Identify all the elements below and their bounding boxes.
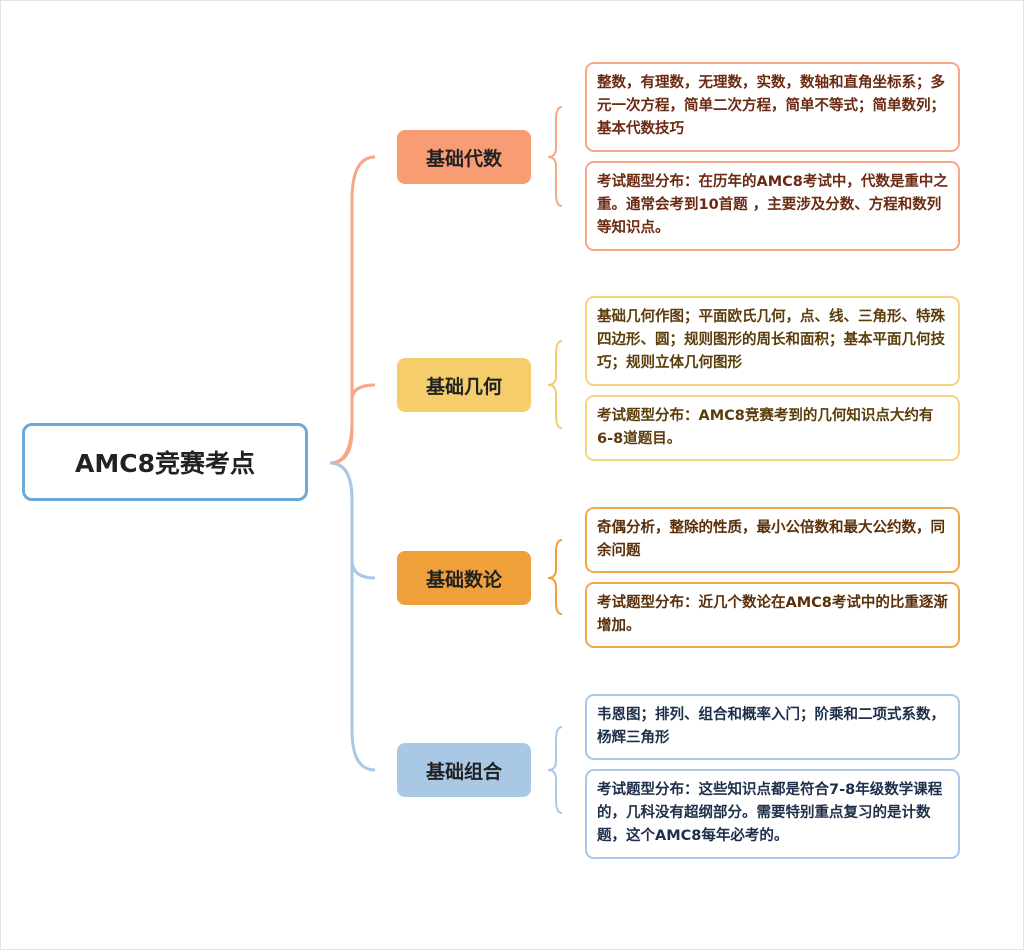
branch-combinatorics[interactable]: 基础组合 (397, 743, 531, 797)
leaf-algebra-distribution[interactable]: 考试题型分布：在历年的AMC8考试中，代数是重中之重。通常会考到10首题 ，主要… (585, 161, 960, 251)
brace-combinatorics (547, 726, 563, 814)
brace-geometry (547, 340, 563, 429)
leaf-combinatorics-distribution[interactable]: 考试题型分布：这些知识点都是符合7-8年级数学课程的，几科没有超纲部分。需要特别… (585, 769, 960, 859)
leaf-geometry-distribution[interactable]: 考试题型分布：AMC8竞赛考到的几何知识点大约有6-8道题目。 (585, 395, 960, 461)
leaf-algebra-topics[interactable]: 整数，有理数，无理数，实数，数轴和直角坐标系；多元一次方程，简单二次方程，简单不… (585, 62, 960, 152)
leaf-number-theory-distribution[interactable]: 考试题型分布：近几个数论在AMC8考试中的比重逐渐增加。 (585, 582, 960, 648)
leaf-number-theory-topics[interactable]: 奇偶分析，整除的性质，最小公倍数和最大公约数，同余问题 (585, 507, 960, 573)
brace-algebra (547, 106, 563, 207)
leaf-combinatorics-topics[interactable]: 韦恩图；排列、组合和概率入门；阶乘和二项式系数，杨辉三角形 (585, 694, 960, 760)
branch-number-theory[interactable]: 基础数论 (397, 551, 531, 605)
branch-algebra[interactable]: 基础代数 (397, 130, 531, 184)
leaf-geometry-topics[interactable]: 基础几何作图；平面欧氏几何，点、线、三角形、特殊四边形、圆；规则图形的周长和面积… (585, 296, 960, 386)
brace-number-theory (547, 539, 563, 615)
connector-combinatorics (329, 461, 376, 772)
branch-geometry[interactable]: 基础几何 (397, 358, 531, 412)
root-node[interactable]: AMC8竞赛考点 (22, 423, 308, 501)
connector-geometry (329, 383, 376, 465)
